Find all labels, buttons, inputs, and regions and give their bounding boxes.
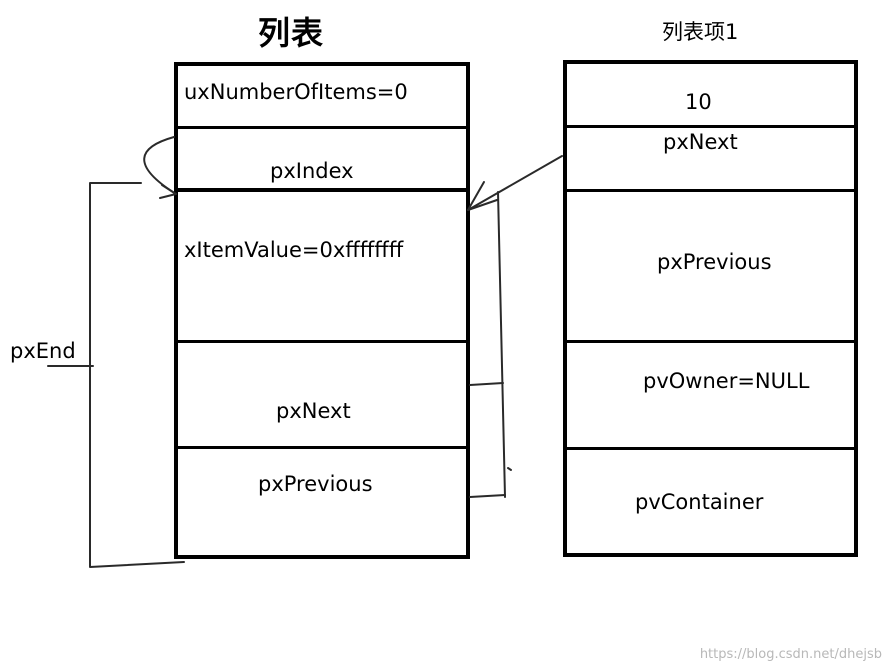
list-title: 列表 bbox=[258, 14, 325, 52]
item-cell-px-next: pxNext bbox=[567, 125, 854, 189]
px-end-bracket-line bbox=[89, 182, 185, 568]
list-cell-px-index: pxIndex bbox=[178, 126, 466, 190]
list-px-next-branch bbox=[469, 382, 504, 386]
item-px-next-to-list-end-arrow bbox=[467, 155, 563, 211]
item-cell-px-previous: pxPrevious bbox=[567, 189, 854, 340]
x-item-value-label: xItemValue=0xffffffff bbox=[184, 238, 404, 262]
item-cell-pv-container: pvContainer bbox=[567, 447, 854, 557]
list-box: uxNumberOfItems=0 pxIndex xItemValue=0xf… bbox=[174, 62, 470, 559]
item-cell-pv-owner: pvOwner=NULL bbox=[567, 340, 854, 447]
item-px-next-label: pxNext bbox=[663, 130, 738, 154]
small-tick-mark bbox=[507, 467, 512, 471]
item-vertical-connector bbox=[497, 191, 506, 498]
item-cell-value: 10 bbox=[567, 60, 854, 128]
ux-number-of-items-label: uxNumberOfItems=0 bbox=[184, 80, 408, 104]
list-cell-px-previous: pxPrevious bbox=[178, 446, 466, 559]
list-item-title: 列表项1 bbox=[662, 20, 739, 44]
list-px-previous-label: pxPrevious bbox=[258, 472, 373, 496]
watermark-url: https://blog.csdn.net/dhejsb bbox=[699, 647, 882, 662]
list-px-previous-branch bbox=[469, 494, 506, 498]
px-index-arrowhead bbox=[159, 184, 177, 199]
list-item-box: 10 pxNext pxPrevious pvOwner=NULL pvCont… bbox=[563, 60, 858, 557]
list-px-next-label: pxNext bbox=[276, 399, 351, 423]
list-cell-ux-number-of-items: uxNumberOfItems=0 bbox=[178, 62, 466, 129]
item-value-label: 10 bbox=[685, 90, 712, 114]
item-px-previous-label: pxPrevious bbox=[657, 250, 772, 274]
px-index-label: pxIndex bbox=[270, 159, 354, 183]
px-end-label: pxEnd bbox=[10, 339, 76, 363]
item-px-next-arrowhead bbox=[467, 181, 498, 211]
list-cell-px-next: pxNext bbox=[178, 340, 466, 446]
px-index-curve-arrow bbox=[143, 136, 177, 195]
list-cell-x-item-value: xItemValue=0xffffffff bbox=[178, 188, 466, 340]
pv-container-label: pvContainer bbox=[635, 490, 764, 514]
pv-owner-label: pvOwner=NULL bbox=[643, 369, 810, 393]
